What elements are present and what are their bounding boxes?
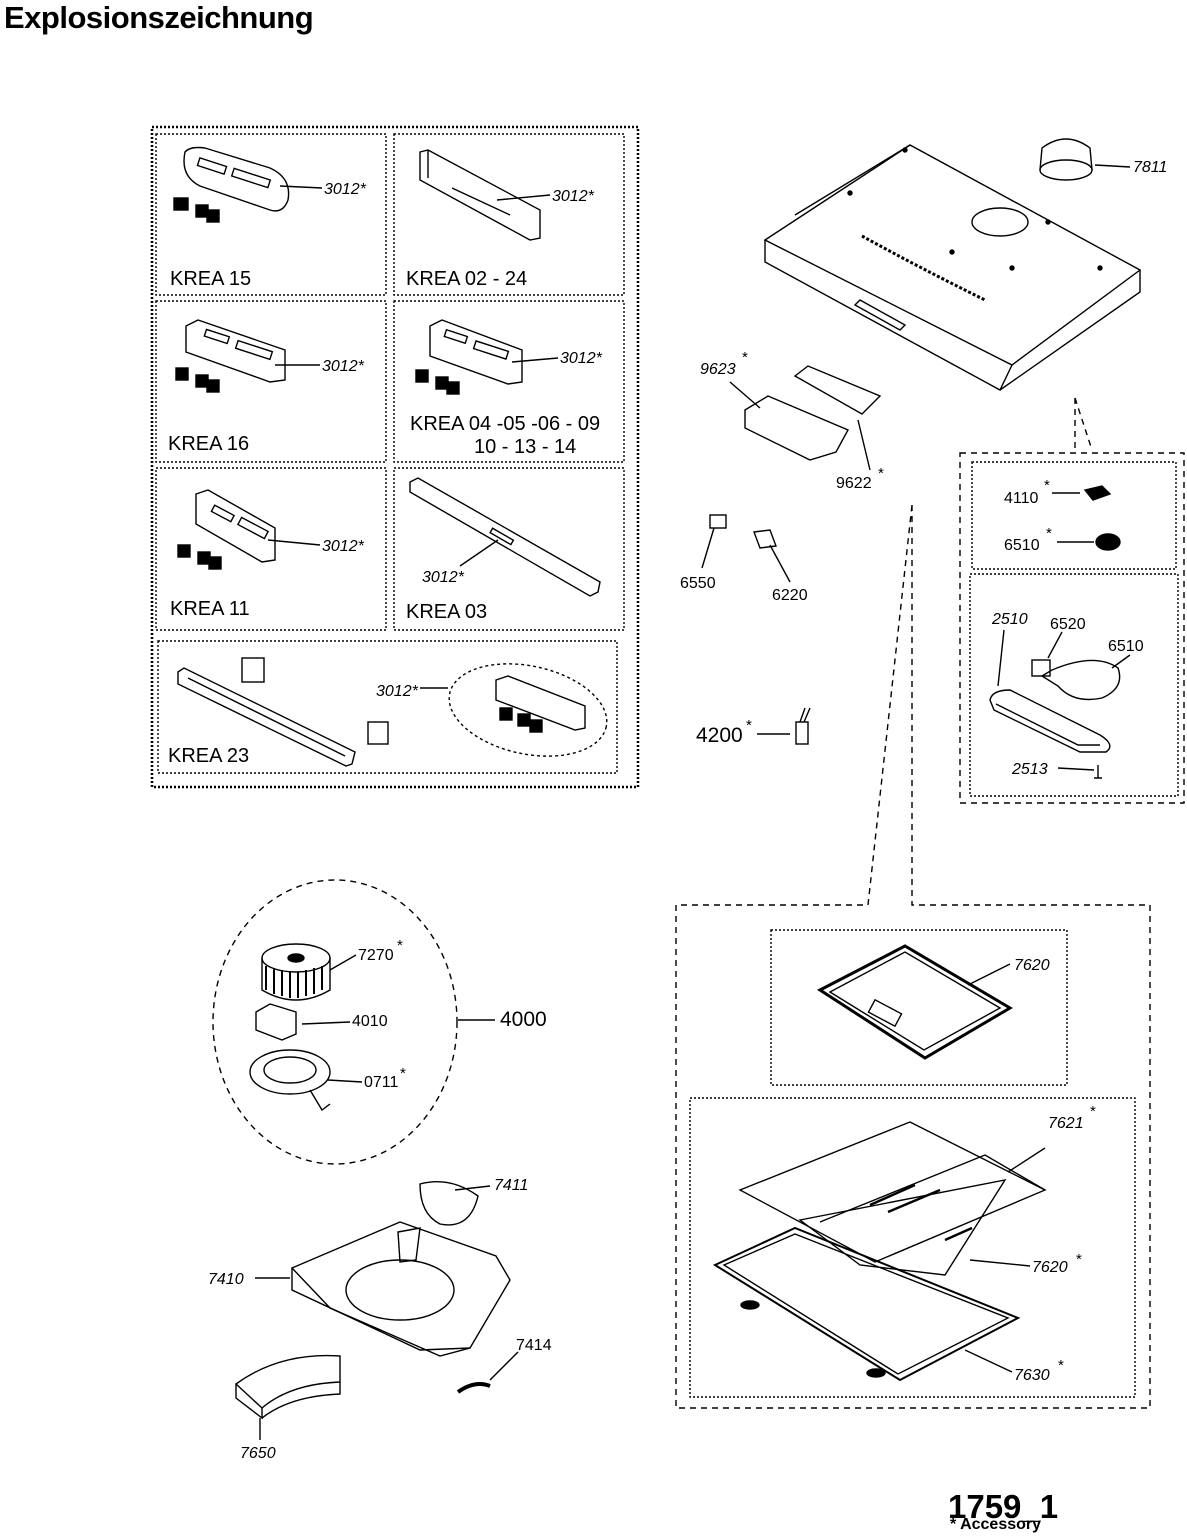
part-label-6220: 6220 — [772, 587, 808, 604]
variant-label-krea04: KREA 04 -05 -06 - 09 — [410, 413, 600, 435]
part-label-7811: 7811 — [1133, 159, 1167, 176]
accessory-note: * Accessory — [950, 1516, 1042, 1533]
part-label-2510: 2510 — [991, 611, 1028, 628]
part-label-7620-accessory: 7620 — [1032, 1259, 1068, 1276]
star-4200: * — [746, 717, 752, 734]
lamp-accessories-box — [959, 397, 1185, 804]
part-label-4200: 4200 — [696, 724, 743, 747]
part-label-9622: 9622 — [836, 475, 872, 492]
part-label-7414: 7414 — [516, 1337, 552, 1354]
star-9622: * — [878, 465, 884, 482]
star-7621: * — [1090, 1103, 1096, 1120]
star-9623: * — [742, 349, 748, 366]
part-label-7270: 7270 — [358, 947, 394, 964]
part-label-2513: 2513 — [1011, 761, 1048, 778]
part-label-9623: 9623 — [700, 361, 736, 378]
part-9623-9622-switch-module — [729, 365, 882, 471]
star-7630: * — [1058, 1357, 1064, 1374]
page-title: Explosionszeichnung — [4, 0, 314, 35]
part-6550-switch — [701, 514, 727, 569]
variant-label-krea0224: KREA 02 - 24 — [406, 268, 527, 290]
variant-label-krea04-line2: 10 - 13 - 14 — [474, 436, 576, 458]
part-4200-capacitor — [757, 707, 811, 745]
star-7270: * — [397, 937, 403, 954]
part-label-7650: 7650 — [240, 1445, 276, 1462]
star-6510: * — [1046, 525, 1052, 542]
variants-panel — [150, 125, 640, 789]
variant-label-krea03: KREA 03 — [406, 601, 487, 623]
part-label-7630: 7630 — [1014, 1367, 1050, 1384]
variant-part-krea11: 3012* — [322, 538, 365, 555]
krea16-control-panel — [175, 319, 320, 393]
star-7620: * — [1076, 1251, 1082, 1268]
part-label-7411: 7411 — [494, 1177, 528, 1194]
part-label-6550: 6550 — [680, 575, 716, 592]
part-label-6510-bulb: 6510 — [1108, 638, 1144, 655]
part-label-4000: 4000 — [500, 1008, 547, 1031]
filter-section — [675, 504, 1151, 1409]
part-label-0711: 0711 — [364, 1074, 399, 1091]
document-number: 1759_1 — [948, 1488, 1059, 1525]
part-label-7410: 7410 — [208, 1271, 244, 1288]
variant-label-krea11: KREA 11 — [170, 598, 250, 620]
variant-part-krea04: 3012* — [560, 350, 603, 367]
krea03-control-strip — [409, 477, 601, 597]
part-7811-motor-cap — [1039, 138, 1131, 181]
part-label-7621: 7621 — [1048, 1115, 1084, 1132]
star-4110: * — [1044, 477, 1050, 494]
variant-part-krea16: 3012* — [322, 358, 365, 375]
star-0711: * — [400, 1065, 406, 1082]
part-7410-fan-housing — [234, 1181, 519, 1440]
part-label-4010: 4010 — [352, 1013, 388, 1030]
variant-label-krea16: KREA 16 — [168, 433, 249, 455]
variant-part-krea15: 3012* — [324, 181, 367, 198]
motor-group-4000 — [212, 879, 495, 1165]
part-label-6520: 6520 — [1050, 616, 1086, 633]
part-6220-connector — [753, 529, 791, 583]
part-label-7620: 7620 — [1014, 957, 1050, 974]
variant-label-krea15: KREA 15 — [170, 268, 251, 290]
variant-part-krea0224: 3012* — [552, 188, 595, 205]
krea0224-control-panel — [419, 149, 551, 241]
variant-label-krea23: KREA 23 — [168, 745, 249, 767]
krea23-control-strip — [177, 657, 608, 767]
variant-part-krea23: 3012* — [376, 683, 419, 700]
variant-part-krea03: 3012* — [422, 569, 465, 586]
hood-body — [763, 144, 1142, 391]
part-label-6510-accessory: 6510 — [1004, 537, 1040, 554]
part-label-4110: 4110 — [1004, 490, 1039, 507]
krea15-control-panel — [173, 146, 323, 223]
krea11-control-panel — [177, 489, 321, 570]
krea04-control-panel — [415, 319, 559, 395]
